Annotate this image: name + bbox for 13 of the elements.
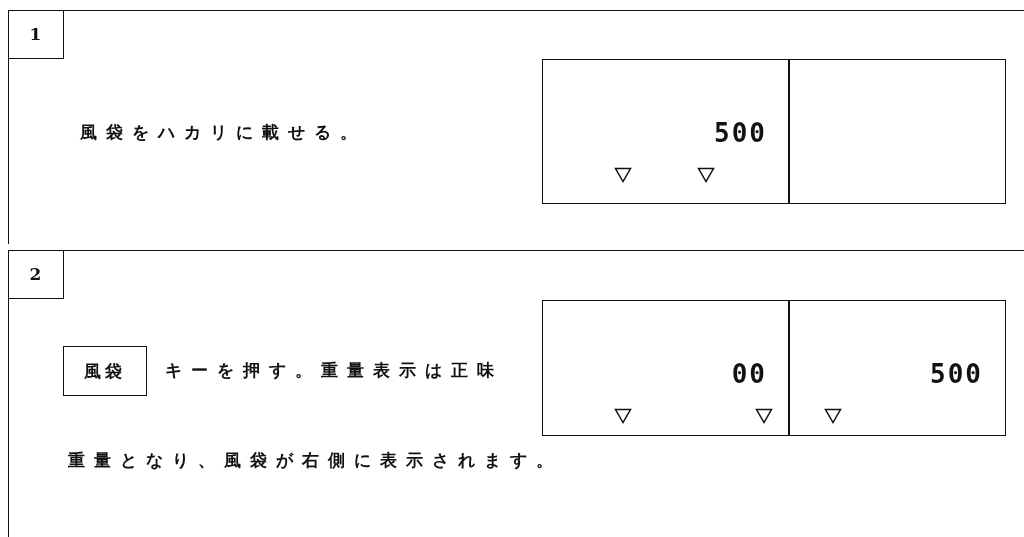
display-panel bbox=[542, 300, 790, 436]
step-number-box: 2 bbox=[8, 250, 64, 299]
display-digits: 00 bbox=[731, 361, 767, 387]
instruction-text: 重量となり、風袋が右側に表示されます。 bbox=[68, 452, 562, 469]
display-panel bbox=[788, 300, 1006, 436]
display-digits: 500 bbox=[714, 120, 767, 146]
key-button: 風袋 bbox=[63, 346, 147, 396]
instruction-text: キーを押す。重量表示は正味 bbox=[165, 362, 503, 379]
instruction-text: 風袋をハカリに載せる。 bbox=[80, 124, 366, 141]
display-panel bbox=[788, 59, 1006, 204]
display-digits: 500 bbox=[930, 361, 983, 387]
display-panel bbox=[542, 59, 790, 204]
step-number-box: 1 bbox=[8, 10, 64, 59]
